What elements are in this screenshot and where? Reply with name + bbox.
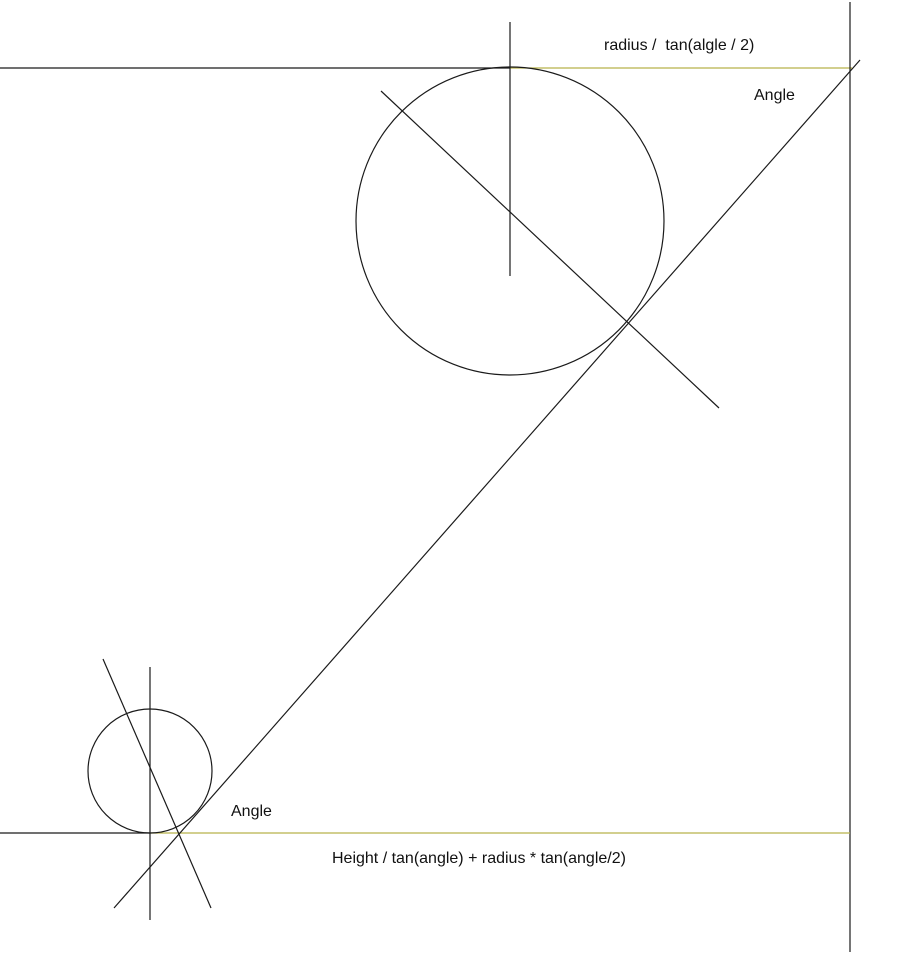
top-formula-label: radius / tan(algle / 2) <box>604 37 754 54</box>
diagonal-tangent-line <box>113 59 861 909</box>
large-circle-bisector-line <box>380 90 720 409</box>
bottom-angle-label: Angle <box>231 803 272 820</box>
small-circle-bisector-line <box>102 658 212 909</box>
top-angle-label: Angle <box>754 87 795 104</box>
bottom-formula-label: Height / tan(angle) + radius * tan(angle… <box>332 850 626 867</box>
